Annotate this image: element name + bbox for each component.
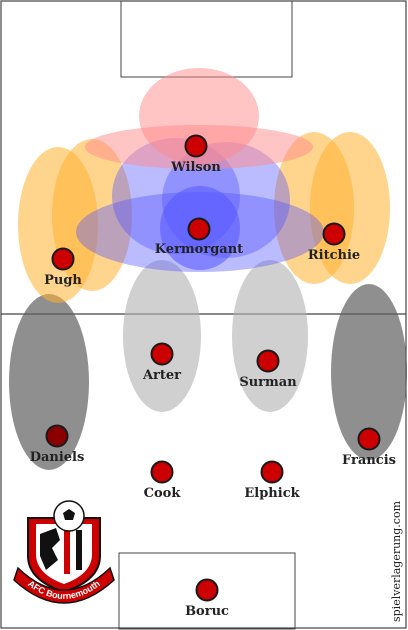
players-layer: Wilson Kermorgant Pugh Ritchie Arter Sur… [30, 134, 396, 619]
zone-daniels [9, 294, 89, 470]
player-francis: Francis [342, 427, 396, 468]
player-marker [45, 424, 69, 448]
player-label: Cook [144, 486, 182, 501]
player-label: Francis [342, 453, 396, 468]
player-label: Surman [239, 375, 297, 390]
player-marker [184, 134, 208, 158]
player-marker [260, 460, 284, 484]
player-label: Elphick [244, 486, 300, 501]
player-label: Arter [142, 368, 181, 383]
player-label: Pugh [44, 273, 82, 288]
player-kermorgant: Kermorgant [155, 217, 243, 257]
player-marker [322, 222, 346, 246]
player-label: Ritchie [308, 248, 360, 263]
player-marker [51, 247, 75, 271]
player-marker [150, 460, 174, 484]
player-elphick: Elphick [244, 460, 301, 501]
player-marker [150, 342, 174, 366]
crest-profile-icon [40, 528, 60, 570]
player-daniels: Daniels [30, 424, 85, 465]
crest-stripe [76, 530, 82, 570]
player-surman: Surman [239, 349, 297, 390]
crest-ribbon [13, 566, 115, 604]
player-label: Daniels [30, 450, 85, 465]
player-ritchie: Ritchie [308, 222, 360, 263]
player-cook: Cook [144, 460, 182, 501]
zone-arter [123, 260, 201, 412]
zone-francis [331, 284, 407, 460]
player-label: Boruc [185, 604, 229, 619]
zone-ritchie-b [310, 132, 390, 284]
crest-stripe [64, 530, 70, 574]
player-label: Wilson [170, 160, 221, 175]
player-label: Kermorgant [155, 242, 243, 257]
player-marker [357, 427, 381, 451]
player-marker [195, 578, 219, 602]
club-crest: AFC Bournemouth [13, 500, 115, 604]
football-patch [63, 509, 75, 520]
player-boruc: Boruc [185, 578, 229, 619]
zone-surman [232, 260, 308, 412]
player-arter: Arter [142, 342, 181, 383]
player-wilson: Wilson [170, 134, 221, 175]
player-marker [256, 349, 280, 373]
player-marker [187, 217, 211, 241]
watermark: spielverlagerung.com [390, 500, 403, 622]
bottom-penalty-box [118, 552, 296, 630]
player-pugh: Pugh [44, 247, 82, 288]
